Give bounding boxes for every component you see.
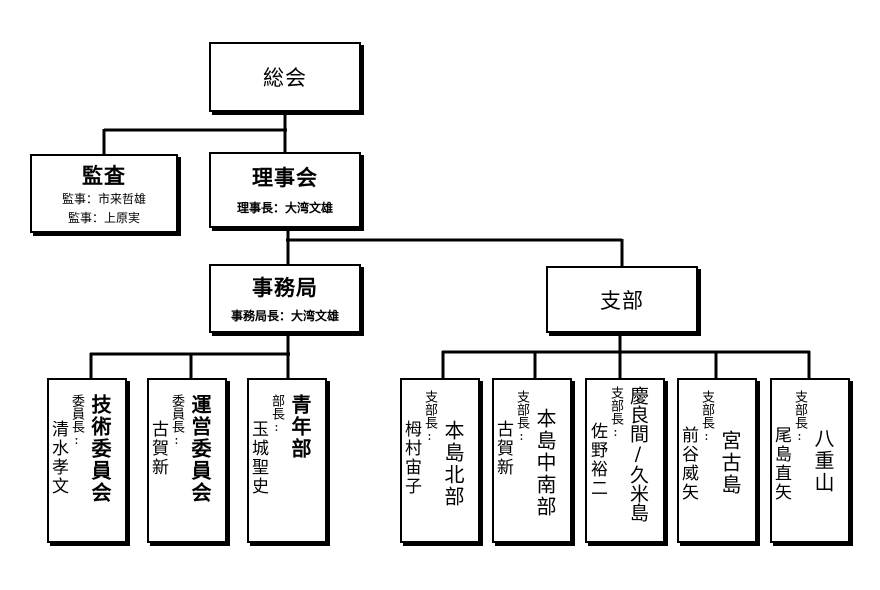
committee-technical: 技術委員会 委員長: 清水孝文 [47,378,127,543]
general-assembly-box: 総会 [209,42,361,112]
branch-name: 慶良間/久米島 [627,386,649,522]
branch-yaeyama: 八重山 支部長: 尾島直矢 [770,378,850,543]
secretariat-head: 事務局長：大湾文雄 [230,308,339,323]
branch-role: 支部長: [514,390,529,444]
branch-kerama-kume: 慶良間/久米島 支部長: 佐野裕二 [585,378,665,543]
secretariat-box: 事務局 事務局長：大湾文雄 [209,264,361,333]
branch-role: 支部長: [699,390,714,444]
general-assembly-title: 総会 [263,66,307,90]
committee-youth: 青年部 部長: 玉城聖史 [247,378,327,543]
committee-name: 運営委員会 [188,394,212,504]
branch-hontou-central-south: 本島中南部 支部長: 古賀新 [492,378,572,543]
branch-name: 八重山 [811,428,835,494]
branch-name: 本島北部 [441,420,465,508]
board-chair: 理事長：大湾文雄 [236,201,333,215]
committee-operations: 運営委員会 委員長: 古賀新 [147,378,227,543]
branch-role: 支部長: [792,390,807,444]
branch-role: 支部長: [608,386,623,440]
committee-name: 青年部 [288,394,312,460]
branch-hontou-north: 本島北部 支部長: 栂村宙子 [400,378,480,543]
audit-title: 監査 [82,162,126,188]
branch-miyako: 宮古島 支部長: 前谷威矢 [677,378,757,543]
committee-person: 古賀新 [148,420,168,477]
secretariat-title: 事務局 [252,274,318,300]
audit-member-1: 監事：市来哲雄 [61,191,146,206]
board-box: 理事会 理事長：大湾文雄 [209,152,361,228]
committee-role: 部長: [269,394,284,435]
branch-name: 本島中南部 [533,408,557,518]
branch-role: 支部長: [422,390,437,444]
branch-person: 尾島直矢 [771,426,791,502]
audit-box: 監査 監事：市来哲雄 監事：上原実 [30,154,178,233]
committee-person: 玉城聖史 [248,420,268,496]
branch-person: 栂村宙子 [401,420,421,496]
board-title: 理事会 [252,165,318,190]
branches-box: 支部 [546,266,698,333]
committee-name: 技術委員会 [88,394,112,504]
branch-person: 古賀新 [493,420,513,477]
audit-member-2: 監事：上原実 [67,210,140,225]
committee-role: 委員長: [169,394,184,448]
committee-role: 委員長: [69,394,84,448]
branches-title: 支部 [600,288,644,313]
branch-person: 佐野裕二 [587,422,607,498]
branch-name: 宮古島 [718,430,742,496]
branch-person: 前谷威矢 [678,426,698,502]
committee-person: 清水孝文 [48,420,68,496]
